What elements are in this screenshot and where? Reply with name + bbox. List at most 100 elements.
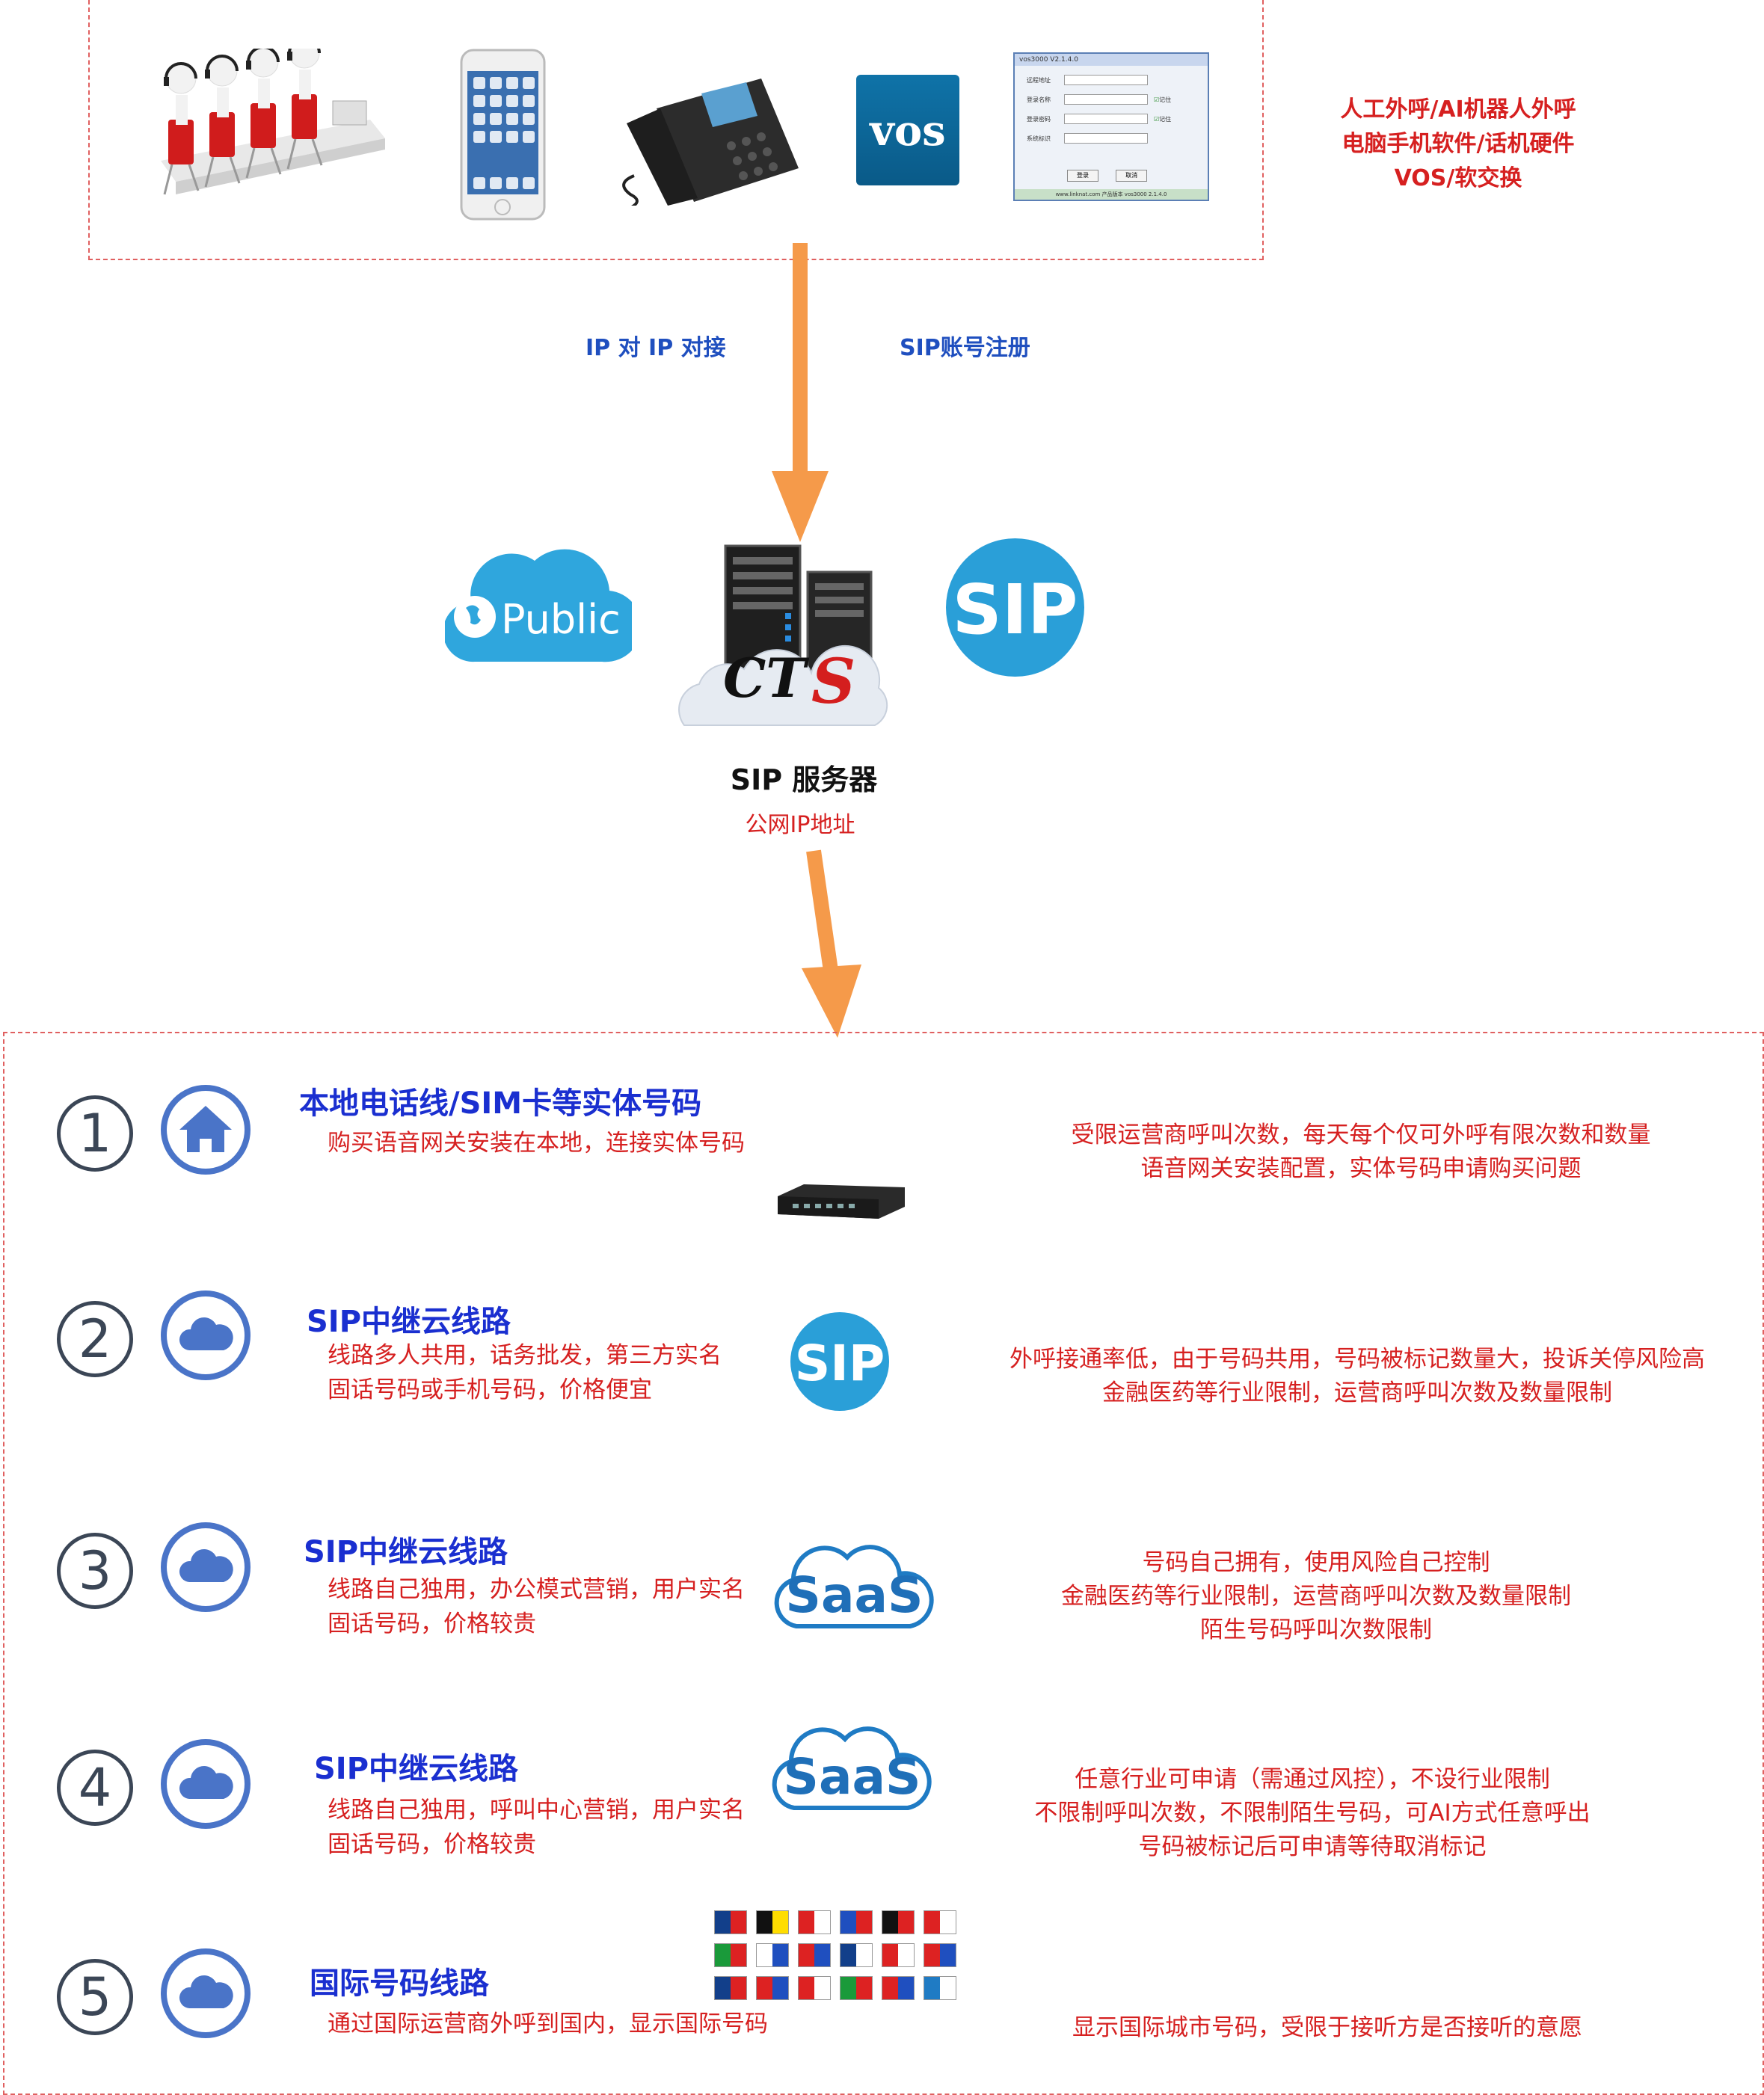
- home-icon: [161, 1085, 251, 1175]
- saas-text: SaaS: [785, 1566, 924, 1624]
- cloud-icon: [161, 1522, 251, 1612]
- softphone-field-label: 登录名称: [1027, 96, 1051, 103]
- softphone-field-row: 登录名称 ☑记住: [1027, 90, 1200, 109]
- sip-badge: SIP: [946, 538, 1084, 677]
- softphone-field-row: 登录密码 ☑记住: [1027, 109, 1200, 129]
- note-line: 受限运营商呼叫次数，每天每个仅可外呼有限次数和数量: [1071, 1122, 1651, 1148]
- description-line: 固话号码或手机号码，价格便宜: [328, 1376, 652, 1403]
- softphone-field-label: 登录密码: [1027, 115, 1051, 123]
- country-flag: [798, 1976, 831, 2000]
- sip-account-label: SIP账号注册: [900, 335, 1030, 361]
- country-flag: [798, 1910, 831, 1934]
- step-number: 4: [57, 1750, 133, 1826]
- sip-badge-text: SIP: [952, 570, 1078, 650]
- softphone-field-label: 远程地址: [1027, 76, 1051, 84]
- description-line: 通过国际运营商外呼到国内，显示国际号码: [328, 2011, 768, 2037]
- country-flag: [714, 1943, 747, 1967]
- country-flag: [756, 1976, 789, 2000]
- country-flag: [840, 1976, 873, 2000]
- description-line: 固话号码，价格较贵: [328, 1611, 536, 1637]
- softphone-title: vos3000 V2.1.4.0: [1015, 54, 1208, 66]
- svg-text:S: S: [811, 646, 855, 718]
- country-flag: [756, 1943, 789, 1967]
- server-title: SIP 服务器: [730, 763, 878, 796]
- country-flag: [924, 1943, 956, 1967]
- softphone-login-window: vos3000 V2.1.4.0 远程地址登录名称☑记住登录密码☑记住系统标识 …: [1013, 52, 1209, 201]
- softphone-field-label: 系统标识: [1027, 135, 1051, 142]
- arrow-down-to-server: [772, 243, 829, 542]
- country-flag: [882, 1910, 915, 1934]
- step-number: 5: [57, 1959, 133, 2035]
- route-title: 国际号码线路: [310, 1966, 489, 2001]
- note-line: 号码自己拥有，使用风险自己控制: [1142, 1549, 1490, 1576]
- country-flag: [798, 1943, 831, 1967]
- softphone-field-row: 远程地址: [1027, 70, 1200, 90]
- country-flag: [882, 1943, 915, 1967]
- note-line: 电脑手机软件/话机硬件: [1342, 131, 1575, 157]
- description-line: 线路多人共用，话务批发，第三方实名: [328, 1342, 722, 1369]
- route-title: SIP中继云线路: [304, 1535, 508, 1569]
- cloud-icon: [161, 1739, 251, 1829]
- route-note: 号码自己拥有，使用风险自己控制金融医药等行业限制，运营商呼叫次数及数量限制陌生号…: [1032, 1546, 1600, 1647]
- arrow-down-to-routes: [802, 849, 861, 1038]
- route-title: SIP中继云线路: [307, 1305, 511, 1339]
- voice-gateway-image: [774, 1180, 907, 1222]
- login-button[interactable]: 登录: [1067, 170, 1098, 182]
- ip-desk-phone-image: [622, 79, 799, 206]
- note-line: 金融医药等行业限制，运营商呼叫次数及数量限制: [1061, 1583, 1571, 1610]
- route-description: 购买语音网关安装在本地，连接实体号码: [328, 1126, 745, 1160]
- country-flag: [840, 1910, 873, 1934]
- route-description: 通过国际运营商外呼到国内，显示国际号码: [328, 2007, 768, 2041]
- softphone-field-input[interactable]: [1064, 133, 1148, 144]
- vos-logo: VOS: [856, 75, 959, 185]
- softphone-field-input[interactable]: [1064, 94, 1148, 105]
- softphone-field-input[interactable]: [1064, 114, 1148, 124]
- smartphone-image: [460, 49, 546, 221]
- route-title: SIP中继云线路: [314, 1752, 519, 1786]
- remember-checkbox[interactable]: ☑: [1154, 115, 1160, 123]
- note-line: 人工外呼/AI机器人外呼: [1340, 96, 1576, 123]
- step-number: 2: [57, 1301, 133, 1377]
- description-line: 线路自己独用，办公模式营销，用户实名: [328, 1576, 745, 1603]
- description-line: 线路自己独用，呼叫中心营销，用户实名: [328, 1797, 745, 1824]
- note-line: VOS/软交换: [1394, 165, 1522, 191]
- saas-text: SaaS: [783, 1748, 921, 1806]
- route-note: 显示国际城市号码，受限于接听方是否接听的意愿: [1032, 2011, 1623, 2045]
- country-flag: [924, 1976, 956, 2000]
- country-flag: [840, 1943, 873, 1967]
- remember-label: 记住: [1159, 96, 1172, 103]
- note-line: 任意行业可申请（需通过风控），不设行业限制: [1075, 1766, 1550, 1793]
- routes-box: [3, 1032, 1764, 2095]
- description-line: 购买语音网关安装在本地，连接实体号码: [328, 1130, 745, 1157]
- cloud-icon: [161, 1290, 251, 1380]
- sip-route-badge: SIP: [790, 1312, 889, 1411]
- country-flag: [882, 1976, 915, 2000]
- softphone-field-row: 系统标识: [1027, 129, 1200, 148]
- cancel-button[interactable]: 取消: [1116, 170, 1148, 182]
- route-note: 外呼接通率低，由于号码共用，号码被标记数量大，投诉关停风险高金融医药等行业限制，…: [987, 1343, 1727, 1410]
- remember-checkbox[interactable]: ☑: [1154, 96, 1160, 103]
- endpoints-box: [88, 0, 1264, 260]
- remember-label: 记住: [1159, 115, 1172, 123]
- note-line: 金融医药等行业限制，运营商呼叫次数及数量限制: [1102, 1379, 1612, 1406]
- country-flag: [714, 1976, 747, 2000]
- route-note: 任意行业可申请（需通过风控），不设行业限制不限制呼叫次数，不限制陌生号码，可AI…: [1009, 1763, 1615, 1864]
- svg-text:CT: CT: [723, 646, 809, 710]
- description-line: 固话号码，价格较贵: [328, 1831, 536, 1858]
- country-flag: [756, 1910, 789, 1934]
- note-line: 不限制呼叫次数，不限制陌生号码，可AI方式任意呼出: [1034, 1800, 1591, 1827]
- softphone-field-input[interactable]: [1064, 75, 1148, 85]
- note-line: 语音网关安装配置，实体号码申请购买问题: [1140, 1155, 1582, 1182]
- cloud-icon: [161, 1948, 251, 2038]
- call-center-agents-image: [161, 49, 385, 195]
- endpoint-types-note: 人工外呼/AI机器人外呼 电脑手机软件/话机硬件 VOS/软交换: [1286, 93, 1630, 196]
- country-flag: [714, 1910, 747, 1934]
- route-description: 线路自己独用，呼叫中心营销，用户实名固话号码，价格较贵: [328, 1793, 745, 1862]
- vos-logo-text: VOS: [870, 106, 946, 156]
- saas-cloud-logo: SaaS: [772, 1718, 932, 1819]
- note-line: 显示国际城市号码，受限于接听方是否接听的意愿: [1072, 2014, 1582, 2041]
- note-line: 号码被标记后可申请等待取消标记: [1138, 1833, 1487, 1860]
- sip-route-badge-text: SIP: [794, 1335, 885, 1392]
- note-line: 陌生号码呼叫次数限制: [1200, 1616, 1432, 1643]
- ip-to-ip-label: IP 对 IP 对接: [586, 335, 726, 361]
